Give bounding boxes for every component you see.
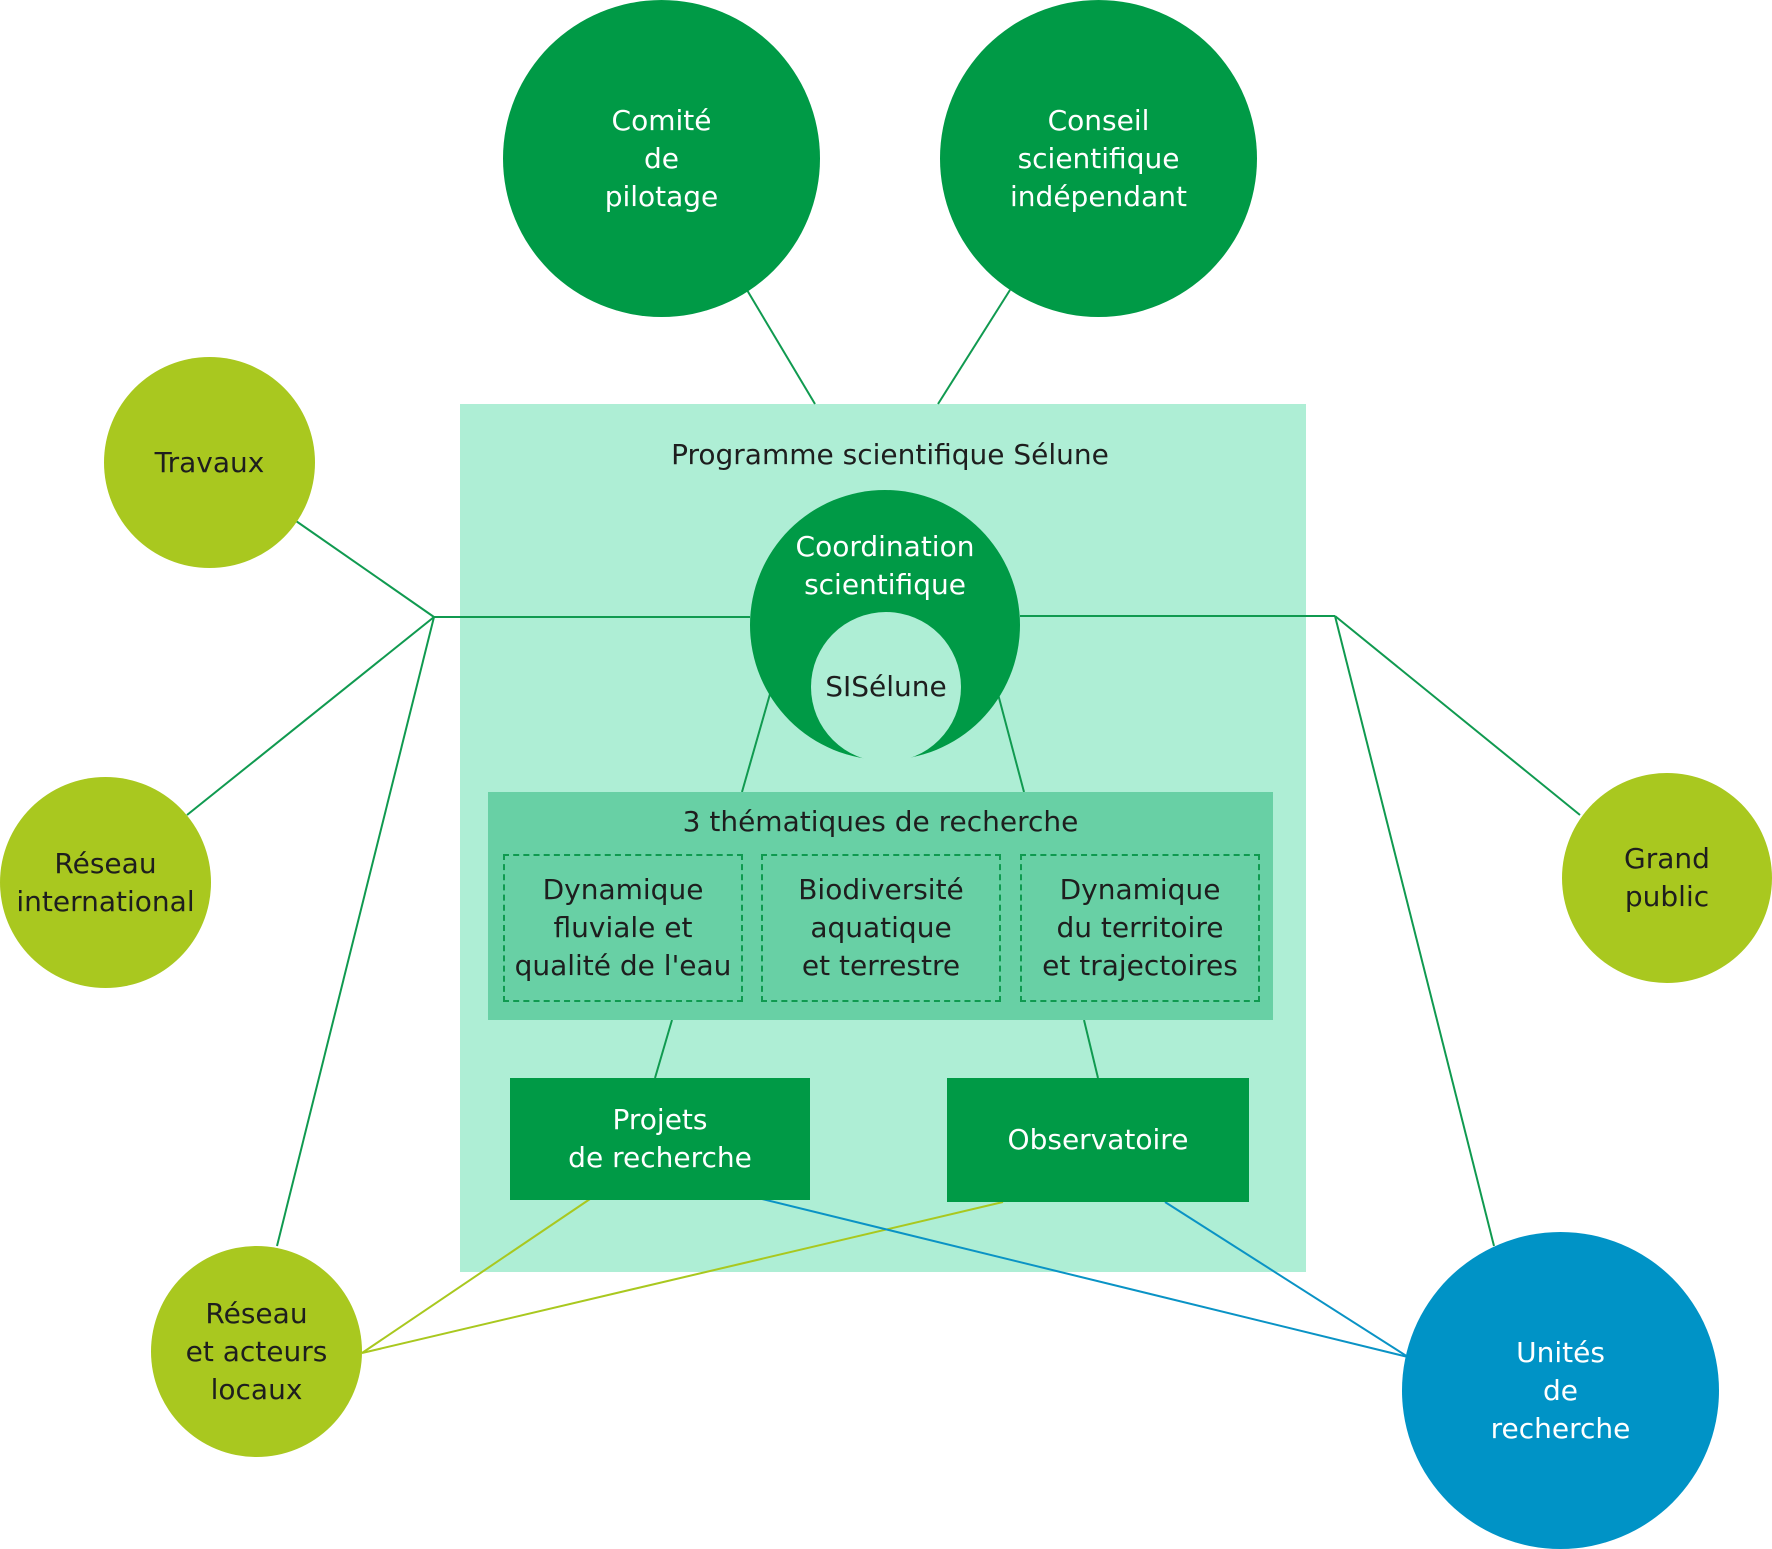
line-hub-unites xyxy=(1334,615,1495,1247)
line-conseil-program xyxy=(937,289,1011,405)
line-themes-observatoire xyxy=(1083,1019,1099,1079)
line-projets-reseau-local xyxy=(361,1198,591,1354)
coordination-label: Coordination scientifique xyxy=(795,530,975,601)
themes-title: 3 thématiques de recherche xyxy=(682,804,1079,838)
line-observatoire-unites xyxy=(1164,1201,1409,1358)
theme-dynamique-fluviale: Dynamique fluviale et qualité de l'eau xyxy=(503,854,743,1002)
observatoire-box: Observatoire xyxy=(947,1078,1249,1202)
reseau-acteurs-locaux-circle: Réseau et acteurs locaux xyxy=(151,1246,362,1457)
line-projets-unites xyxy=(761,1198,1409,1358)
theme-biodiversite: Biodiversité aquatique et terrestre xyxy=(761,854,1001,1002)
coordination-circle: Coordination scientifique SISélune xyxy=(750,490,1020,762)
projets-recherche-box: Projets de recherche xyxy=(510,1078,810,1200)
line-themes-projets xyxy=(654,1019,673,1079)
comite-pilotage-circle: Comité de pilotage xyxy=(503,0,820,317)
program-title-text: Programme scientifique Sélune xyxy=(671,437,1109,471)
program-title: Programme scientifique Sélune xyxy=(560,432,1220,476)
line-coordination-themes-left xyxy=(741,693,771,793)
grand-public-circle: Grand public xyxy=(1562,773,1772,983)
line-reseau-international-hub xyxy=(186,616,435,816)
sis-selune-circle: SISélune xyxy=(811,612,961,762)
themes-box: 3 thématiques de recherche Dynamique flu… xyxy=(488,792,1273,1020)
travaux-circle: Travaux xyxy=(104,357,315,568)
line-observatoire-reseau-local xyxy=(361,1201,1004,1354)
theme-dynamique-territoire: Dynamique du territoire et trajectoires xyxy=(1020,854,1260,1002)
line-travaux-hub xyxy=(295,520,435,618)
line-coordination-themes-right xyxy=(997,693,1025,793)
line-comite-program xyxy=(746,289,816,405)
unites-recherche-circle: Unités de recherche xyxy=(1402,1232,1719,1549)
reseau-international-circle: Réseau international xyxy=(0,777,211,988)
line-reseau-local-hub xyxy=(276,616,435,1247)
line-hub-grand-public xyxy=(1334,615,1581,816)
conseil-scientifique-circle: Conseil scientifique indépendant xyxy=(940,0,1257,317)
